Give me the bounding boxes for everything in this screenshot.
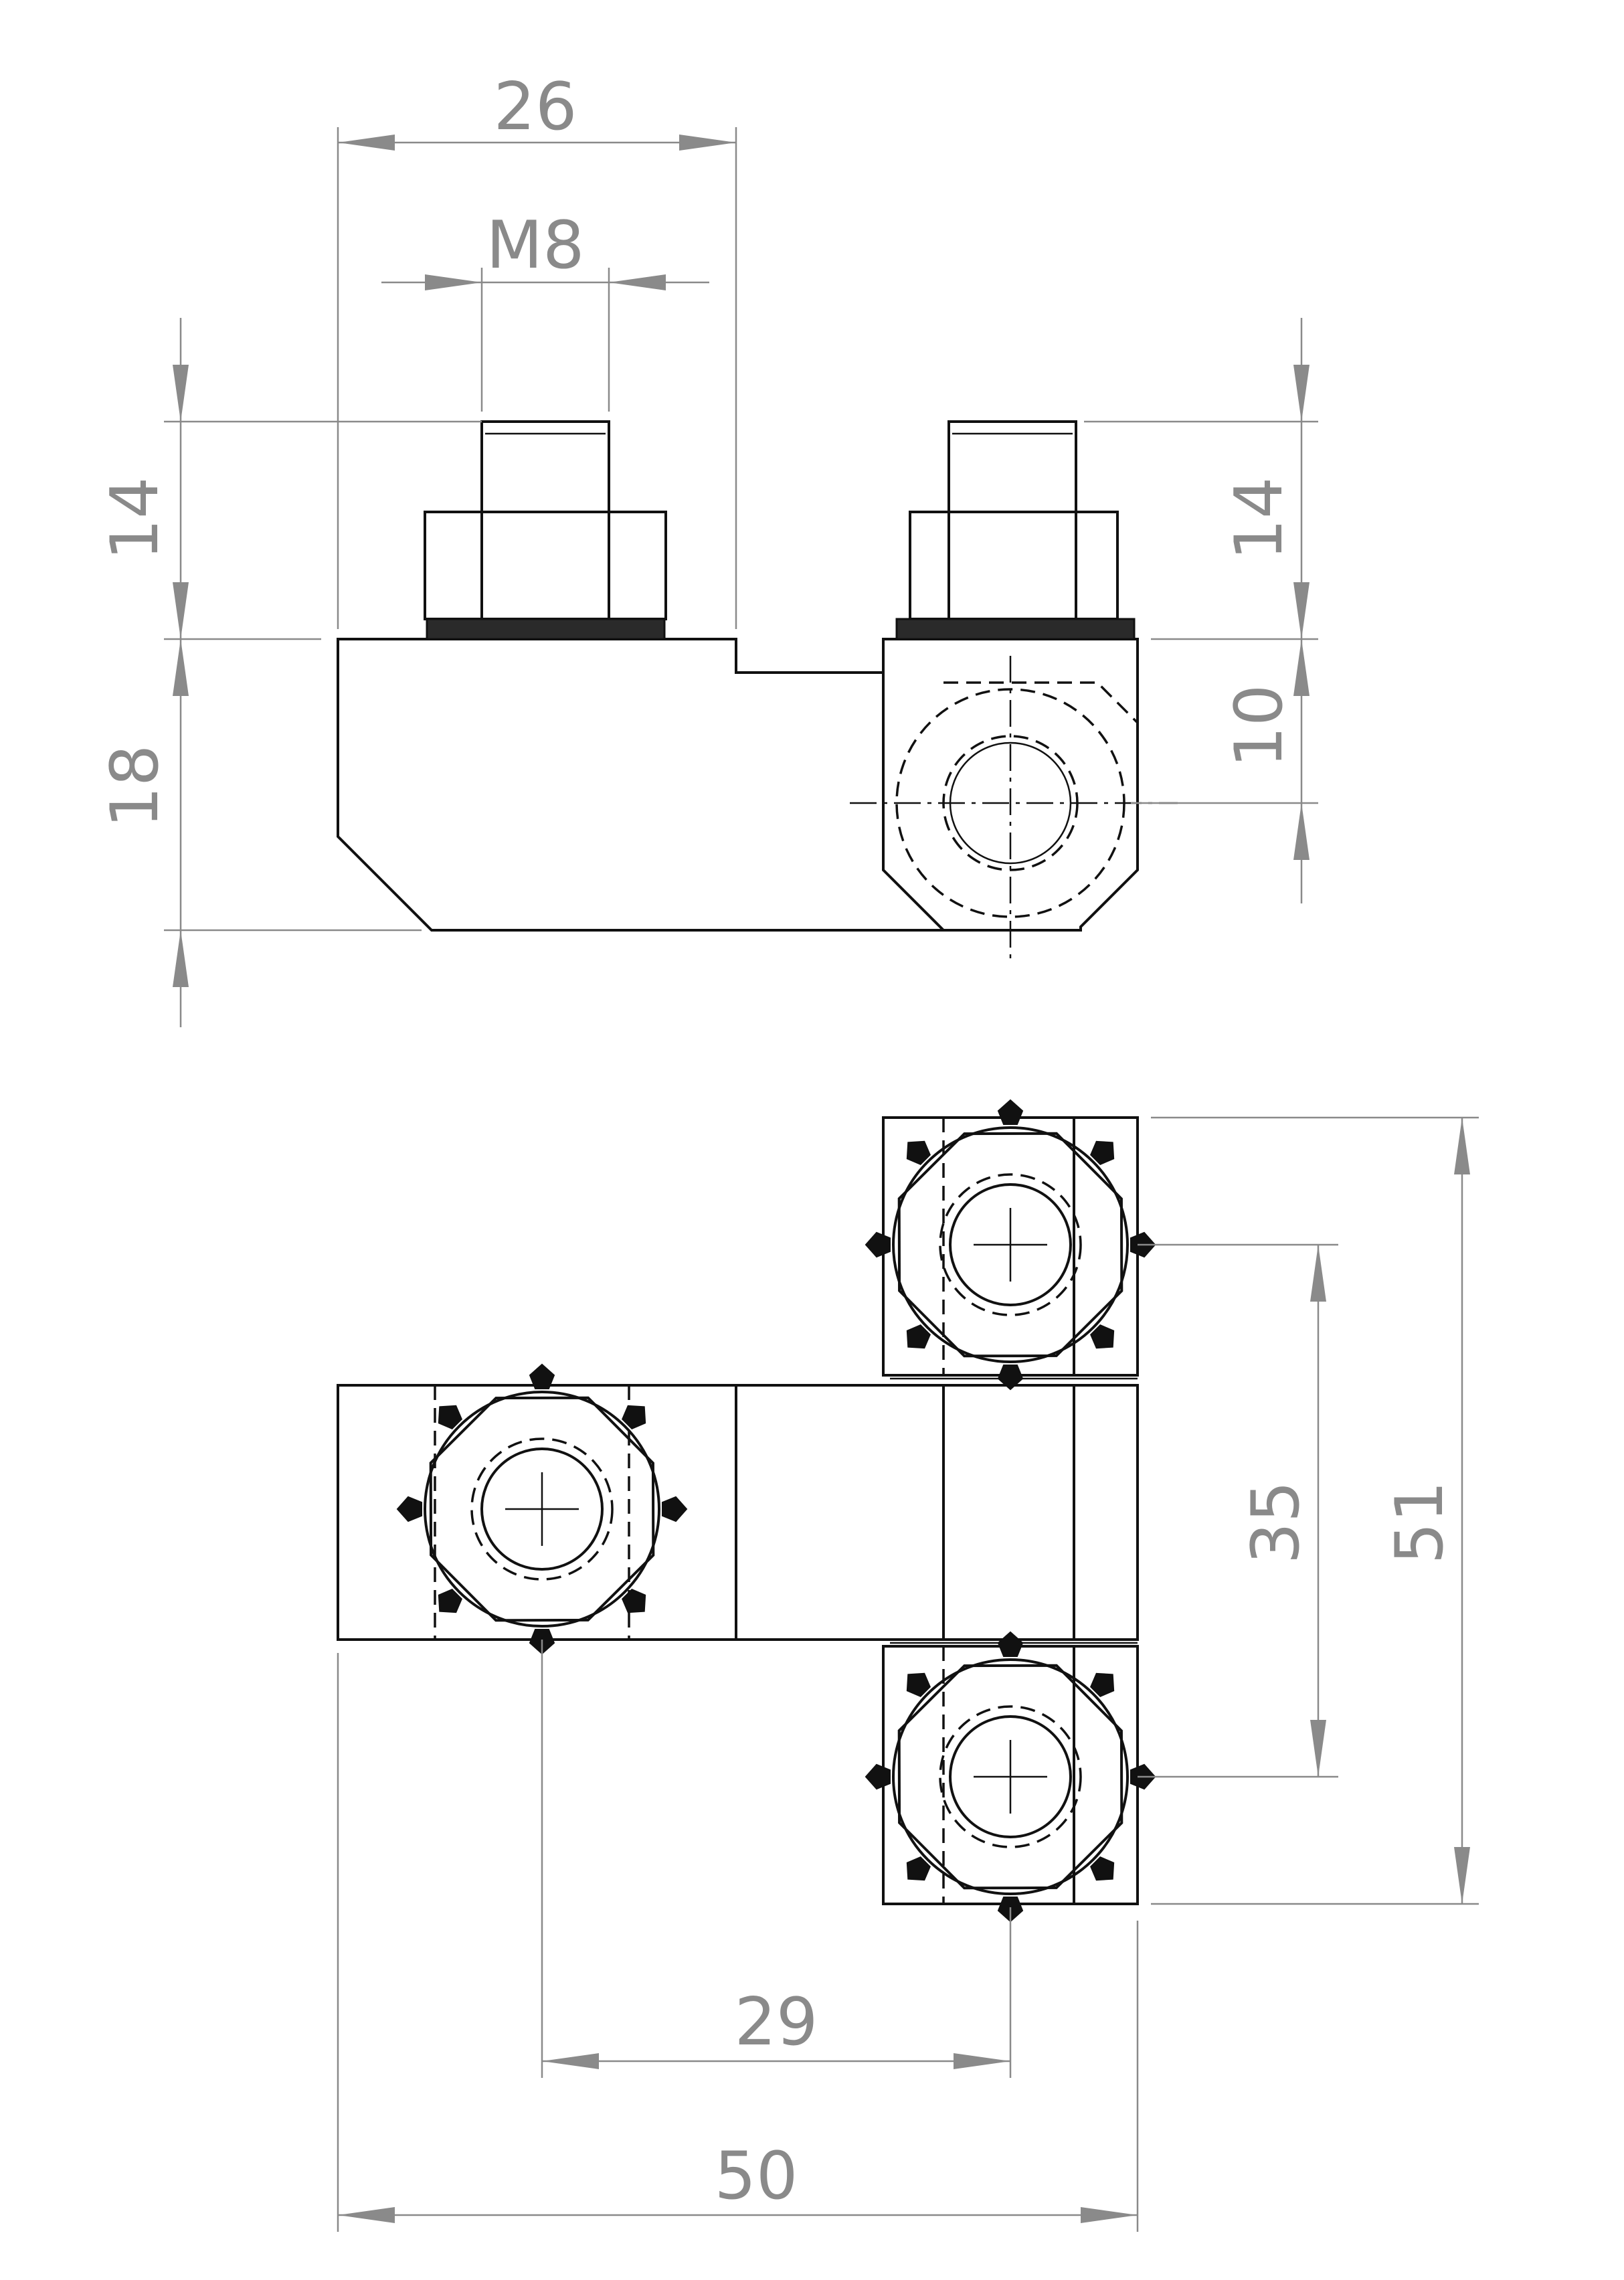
- front-right-block: [882, 639, 945, 932]
- dim-overall-width: 50: [715, 2138, 798, 2214]
- top-view: [337, 1100, 1156, 1922]
- dim-top-width: 26: [494, 69, 577, 145]
- dim-right-hole-offset: 10: [1221, 685, 1297, 768]
- right-stud: [948, 420, 1077, 513]
- front-view: [337, 420, 1178, 964]
- dimensions: 26 M8 14 18 14 10: [97, 69, 1479, 2232]
- left-lock-washer: [426, 618, 666, 640]
- plan-nut-upper: [865, 1100, 1156, 1390]
- dim-thread: M8: [486, 207, 585, 284]
- left-stud-assembly: [424, 420, 667, 640]
- front-hidden-chamfer: [943, 681, 1139, 928]
- top-horizontal-bar: [337, 1384, 1139, 1641]
- dim-horizontal-pitch: 29: [735, 1984, 818, 2060]
- dim-right-stud-height: 14: [1221, 477, 1297, 561]
- right-lock-washer: [895, 618, 1136, 640]
- dim-left-stud-height: 14: [97, 477, 173, 561]
- plan-nut-lower: [865, 1632, 1156, 1922]
- right-stud-assembly: [895, 420, 1136, 640]
- plan-nut-left: [397, 1364, 687, 1654]
- left-nut: [424, 511, 667, 620]
- right-nut: [909, 511, 1119, 620]
- dim-left-body-height: 18: [97, 745, 173, 828]
- front-body-outline: [337, 638, 1139, 932]
- left-stud: [480, 420, 610, 513]
- dim-overall-height: 51: [1382, 1481, 1458, 1565]
- dim-vertical-pitch: 35: [1238, 1481, 1314, 1565]
